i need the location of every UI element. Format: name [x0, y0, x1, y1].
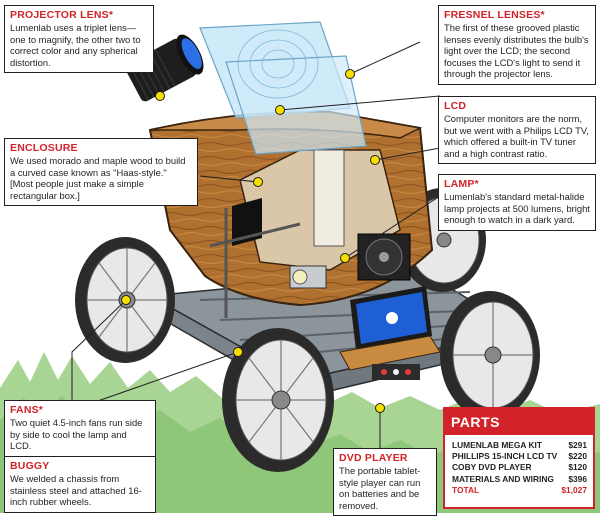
front-right-wheel — [440, 291, 540, 419]
front-left-wheel — [222, 328, 334, 472]
part-name: COBY DVD PLAYER — [452, 462, 532, 473]
callout-text: We welded a chassis from stainless steel… — [10, 473, 142, 508]
cooling-fans — [357, 233, 411, 281]
parts-row: PHILLIPS 15-INCH LCD TV $220 — [452, 451, 587, 462]
part-name: PHILLIPS 15-INCH LCD TV — [452, 451, 558, 462]
callout-title: ENCLOSURE — [10, 142, 78, 154]
total-price: $1,027 — [561, 484, 587, 495]
callout-markers — [121, 69, 385, 413]
control-panel — [372, 364, 420, 380]
projector-lens — [125, 34, 204, 102]
part-price: $396 — [568, 473, 587, 484]
parts-row: LUMENLAB MEGA KIT $291 — [452, 440, 587, 451]
fresnel-lenses — [199, 21, 367, 155]
callout-title: BUGGY — [10, 460, 50, 472]
callout-fans: FANS* Two quiet 4.5-inch fans run side b… — [4, 400, 156, 457]
callout-lamp: LAMP* Lumenlab's standard metal-halide l… — [438, 174, 596, 231]
callout-text: Lumenlab uses a triplet lens—one to magn… — [10, 22, 141, 68]
parts-title: PARTS — [445, 409, 593, 435]
callout-title: FRESNEL LENSES* — [444, 9, 545, 21]
parts-row: MATERIALS AND WIRING $396 — [452, 474, 587, 485]
callout-title: LAMP* — [444, 178, 479, 190]
callout-title: DVD PLAYER — [339, 452, 408, 464]
callout-text: The portable tablet-style player can run… — [339, 465, 421, 511]
callout-title: PROJECTOR LENS* — [10, 9, 114, 21]
parts-list: PARTS LUMENLAB MEGA KIT $291 PHILLIPS 15… — [443, 407, 595, 509]
parts-total-row: TOTAL $1,027 — [452, 485, 587, 496]
part-price: $120 — [568, 462, 587, 473]
callout-text: Lumenlab's standard metal-halide lamp pr… — [444, 191, 590, 226]
callout-buggy: BUGGY We welded a chassis from stainless… — [4, 456, 156, 513]
callout-title: LCD — [444, 100, 467, 112]
parts-row: COBY DVD PLAYER $120 — [452, 462, 587, 473]
part-name: LUMENLAB MEGA KIT — [452, 440, 542, 450]
part-price: $220 — [568, 451, 587, 462]
callout-text: The first of these grooved plastic lense… — [444, 22, 589, 80]
callout-text: Computer monitors are the norm, but we w… — [444, 113, 589, 159]
dvd-player — [339, 286, 441, 371]
callout-dvd-player: DVD PLAYER The portable tablet-style pla… — [333, 448, 437, 516]
callout-enclosure: ENCLOSURE We used morado and maple wood … — [4, 138, 198, 207]
total-label: TOTAL — [452, 484, 480, 495]
callout-text: We used morado and maple wood to build a… — [10, 155, 186, 201]
threaded-rods — [209, 208, 301, 318]
callout-fresnel-lenses: FRESNEL LENSES* The first of these groov… — [438, 5, 596, 85]
lamp — [289, 265, 327, 289]
callout-text: Two quiet 4.5-inch fans run side by side… — [10, 417, 143, 452]
part-price: $291 — [568, 440, 587, 450]
callout-title: FANS* — [10, 404, 44, 416]
callout-lcd: LCD Computer monitors are the norm, but … — [438, 96, 596, 165]
part-name: MATERIALS AND WIRING — [452, 473, 554, 484]
callout-projector-lens: PROJECTOR LENS* Lumenlab uses a triplet … — [4, 5, 154, 74]
